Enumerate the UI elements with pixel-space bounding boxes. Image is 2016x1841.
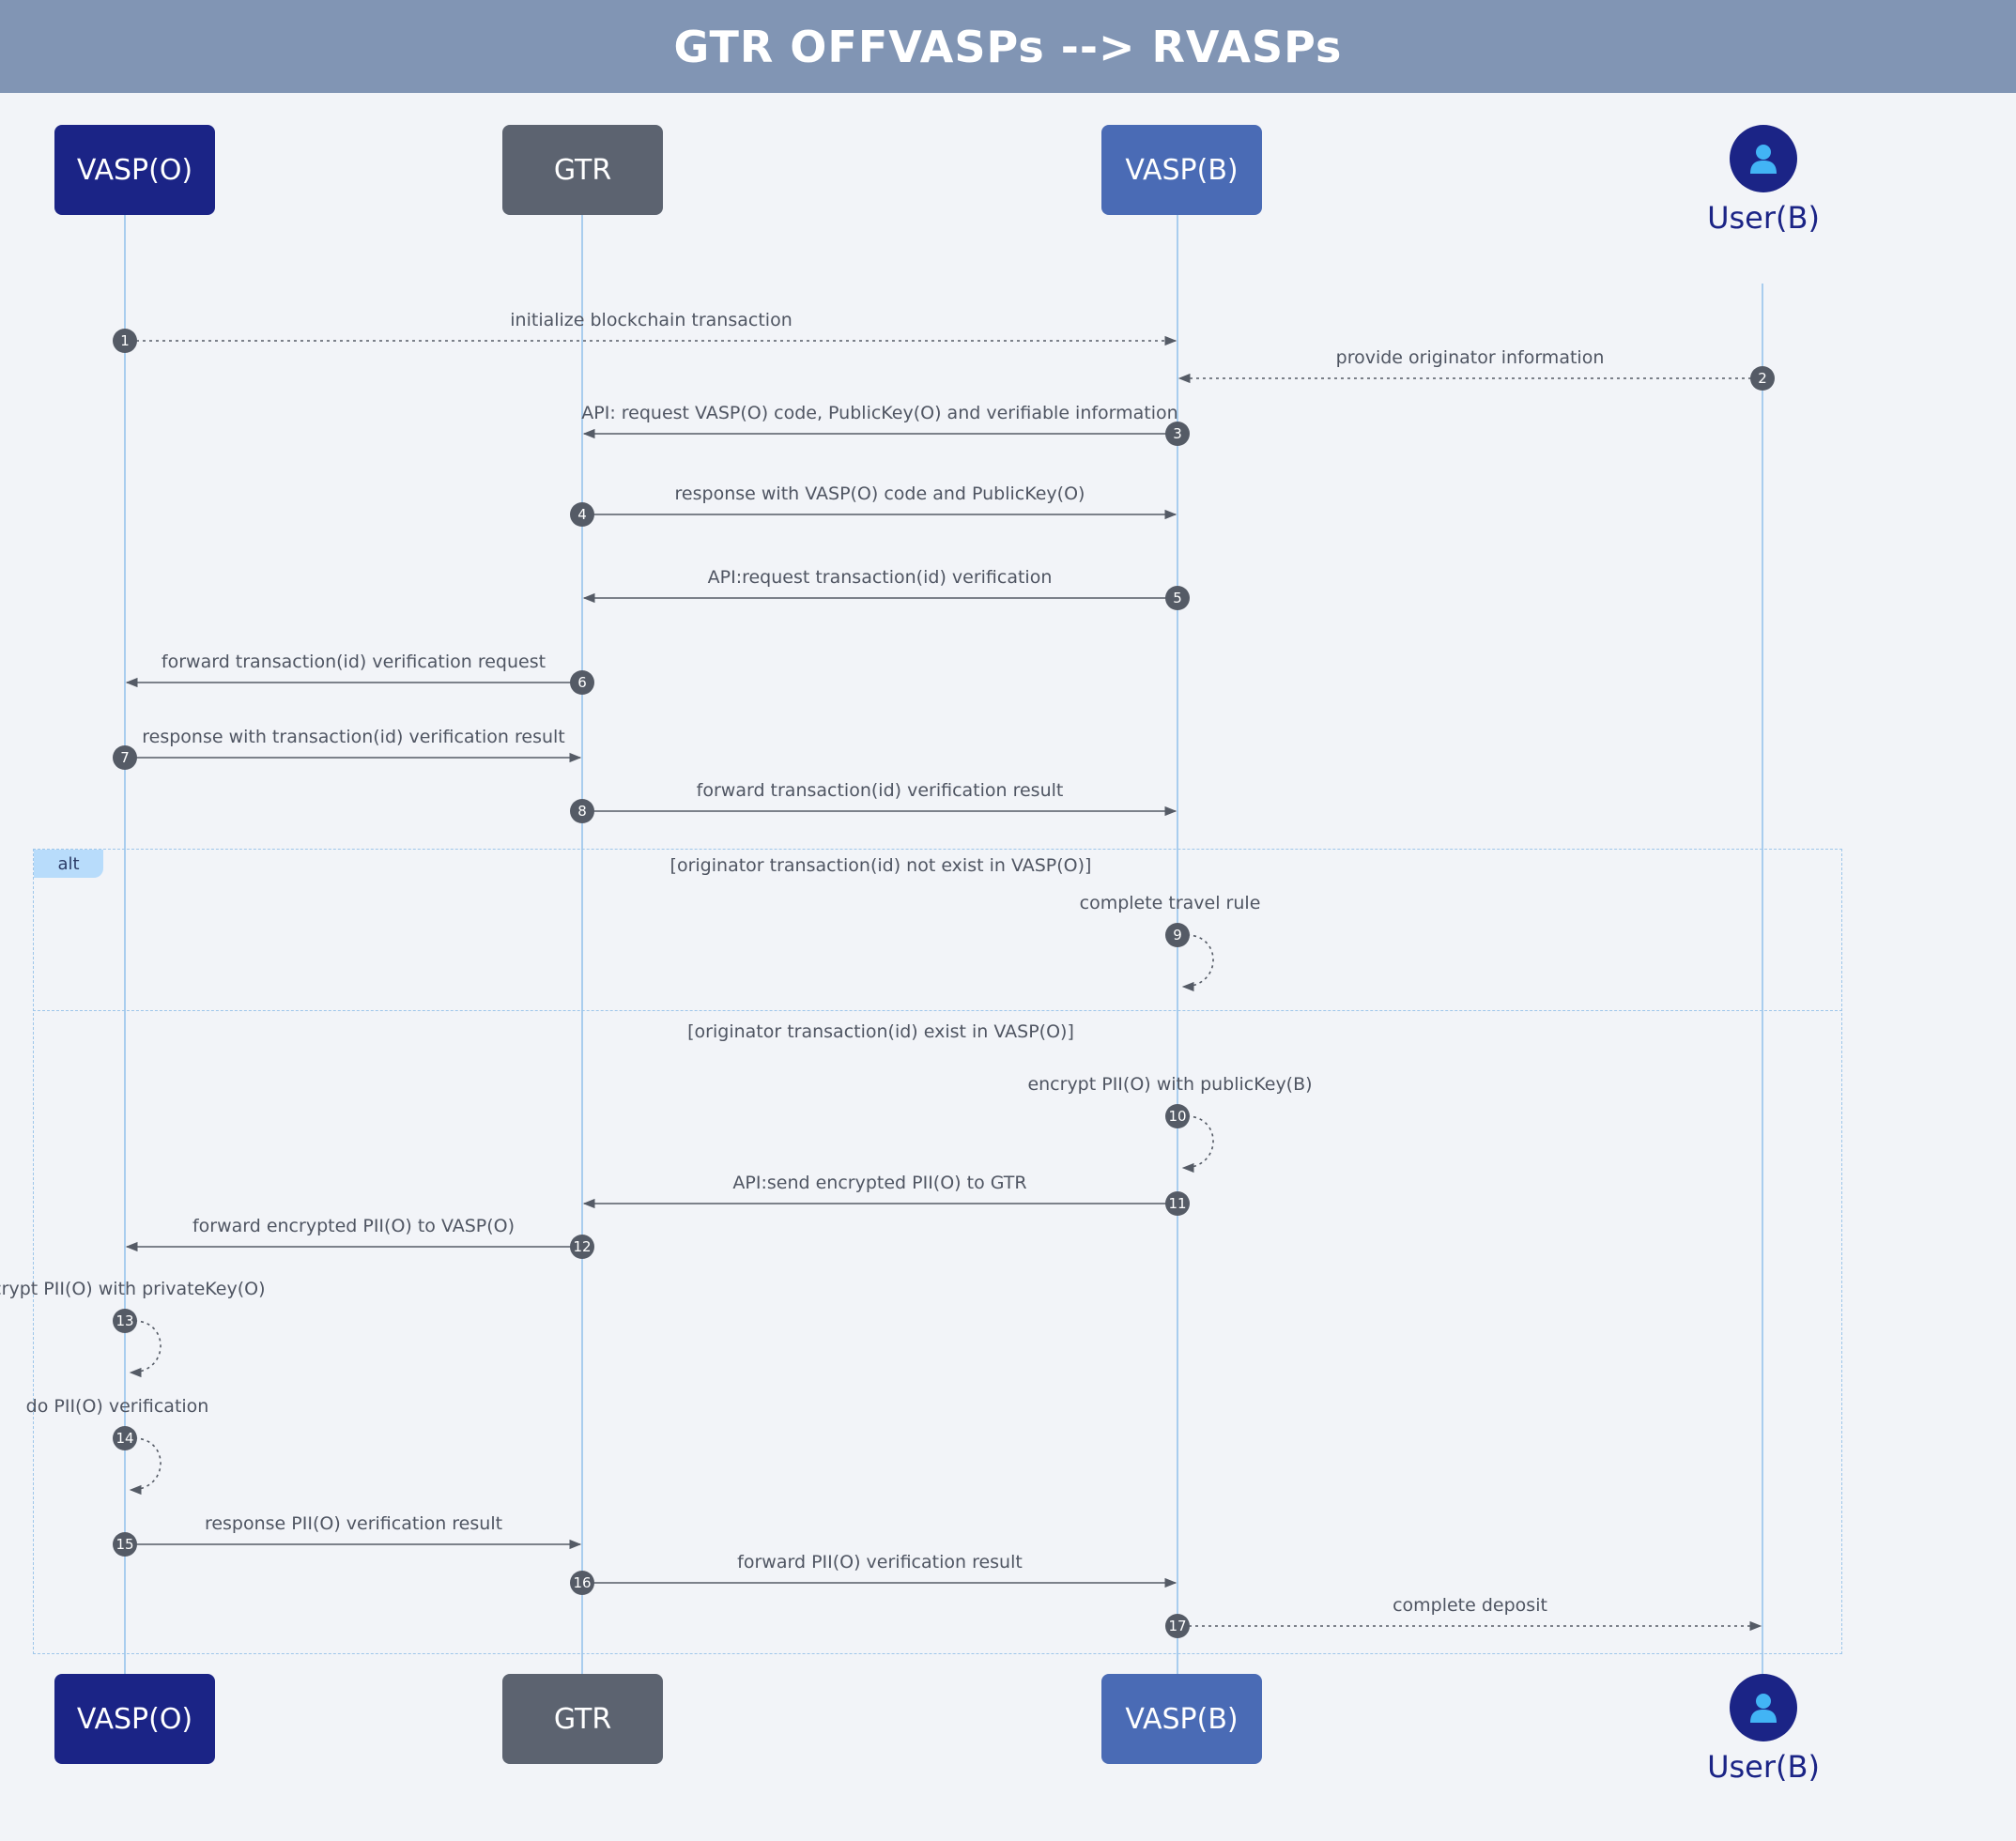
self-message-arrow xyxy=(129,1320,162,1378)
step-badge: 6 xyxy=(570,670,594,695)
actor-gtr-top: GTR xyxy=(502,125,663,215)
step-badge: 10 xyxy=(1165,1104,1190,1128)
alt-tag: alt xyxy=(34,850,103,878)
alt-frame xyxy=(33,849,1842,1654)
actor-user-b-label: User(B) xyxy=(1707,1749,1820,1785)
message-label: complete travel rule xyxy=(1079,893,1261,913)
step-badge: 3 xyxy=(1165,422,1190,446)
message-label: forward encrypted PII(O) to VASP(O) xyxy=(192,1216,516,1236)
message-label: API:request transaction(id) verification xyxy=(707,567,1053,588)
message-label: forward transaction(id) verification req… xyxy=(161,652,546,672)
actor-gtr-bottom: GTR xyxy=(502,1674,663,1764)
step-badge: 15 xyxy=(113,1532,137,1557)
user-icon xyxy=(1730,1674,1797,1741)
message-label: decrypt PII(O) with privateKey(O) xyxy=(0,1279,266,1299)
alt-guard-exist: [originator transaction(id) exist in VAS… xyxy=(687,1021,1074,1042)
self-message-arrow xyxy=(1181,934,1214,992)
message-label: encrypt PII(O) with publicKey(B) xyxy=(1027,1074,1313,1095)
message-label: forward transaction(id) verification res… xyxy=(696,780,1064,801)
user-icon xyxy=(1730,125,1797,192)
message-label: initialize blockchain transaction xyxy=(510,310,793,330)
alt-guard-not-exist: [originator transaction(id) not exist in… xyxy=(669,855,1092,876)
step-badge: 9 xyxy=(1165,923,1190,947)
step-badge: 7 xyxy=(113,745,137,770)
step-badge: 1 xyxy=(113,329,137,353)
alt-divider xyxy=(33,1010,1842,1011)
message-label: response with VASP(O) code and PublicKey… xyxy=(674,483,1085,504)
step-badge: 13 xyxy=(113,1309,137,1333)
self-message-arrow xyxy=(129,1437,162,1496)
step-badge: 11 xyxy=(1165,1191,1190,1216)
message-label: forward PII(O) verification result xyxy=(737,1552,1023,1573)
actor-vasp-o-label: VASP(O) xyxy=(76,1702,193,1736)
actor-vasp-o-top: VASP(O) xyxy=(54,125,215,215)
step-badge: 16 xyxy=(570,1571,594,1595)
actor-gtr-label: GTR xyxy=(553,153,612,187)
message-label: complete deposit xyxy=(1393,1595,1547,1616)
step-badge: 12 xyxy=(570,1235,594,1259)
diagram-title: GTR OFFVASPs --> RVASPs xyxy=(673,21,1343,72)
actor-user-b-label: User(B) xyxy=(1707,200,1820,236)
step-badge: 4 xyxy=(570,502,594,527)
message-label: API:send encrypted PII(O) to GTR xyxy=(732,1173,1027,1193)
message-label: do PII(O) verification xyxy=(25,1396,209,1417)
actor-vasp-b-label: VASP(B) xyxy=(1125,153,1239,187)
step-badge: 17 xyxy=(1165,1614,1190,1638)
step-badge: 8 xyxy=(570,799,594,823)
title-bar: GTR OFFVASPs --> RVASPs xyxy=(0,0,2016,93)
self-message-arrow xyxy=(1181,1115,1214,1174)
message-label: response PII(O) verification result xyxy=(204,1513,503,1534)
message-label: response with transaction(id) verificati… xyxy=(142,727,565,747)
step-badge: 2 xyxy=(1750,366,1775,391)
actor-vasp-o-label: VASP(O) xyxy=(76,153,193,187)
actor-vasp-b-label: VASP(B) xyxy=(1125,1702,1239,1736)
message-label: provide originator information xyxy=(1335,347,1605,368)
step-badge: 5 xyxy=(1165,586,1190,610)
actor-vasp-b-top: VASP(B) xyxy=(1101,125,1262,215)
actor-vasp-o-bottom: VASP(O) xyxy=(54,1674,215,1764)
message-label: API: request VASP(O) code, PublicKey(O) … xyxy=(581,403,1178,423)
step-badge: 14 xyxy=(113,1426,137,1450)
actor-user-b-bottom: User(B) xyxy=(1670,1674,1857,1785)
actor-vasp-b-bottom: VASP(B) xyxy=(1101,1674,1262,1764)
actor-gtr-label: GTR xyxy=(553,1702,612,1736)
actor-user-b-top: User(B) xyxy=(1670,125,1857,236)
